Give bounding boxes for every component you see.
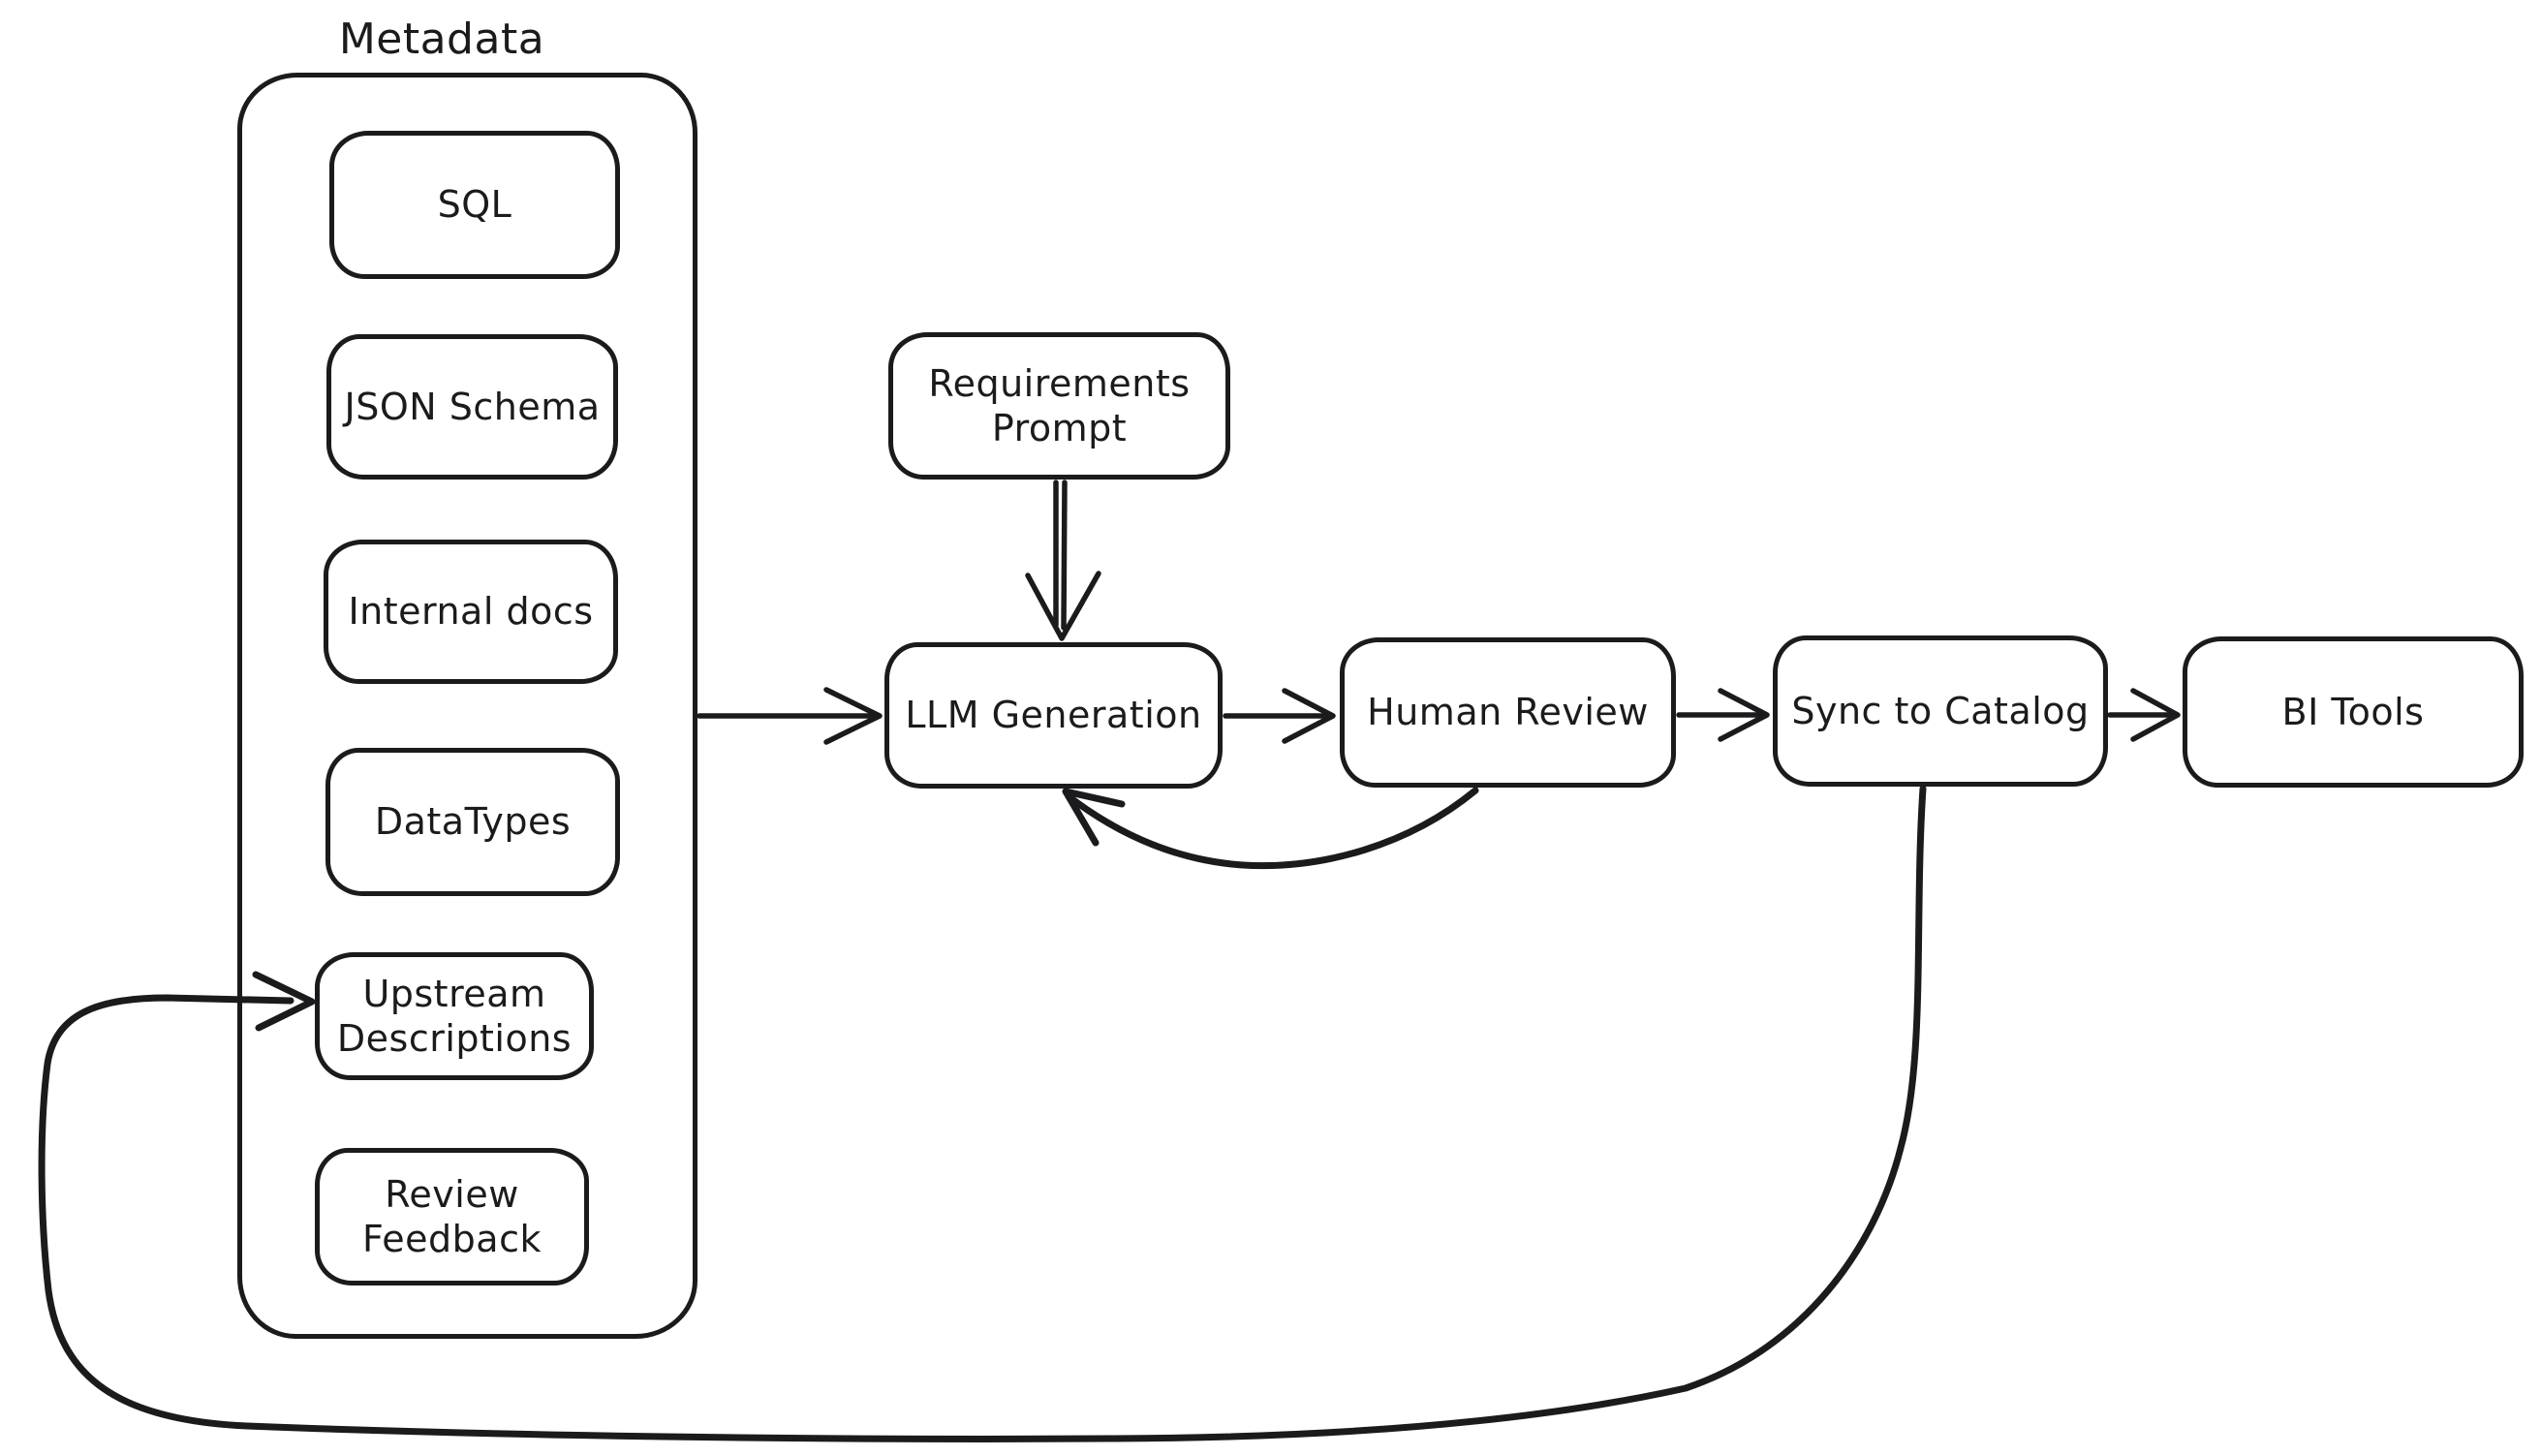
node-sql: SQL [329, 131, 620, 279]
edge-human-review-feedback-to-llm [1062, 787, 1479, 870]
edge-sync-to-bi-tools [2107, 688, 2181, 742]
node-internal-docs: Internal docs [324, 540, 618, 684]
metadata-group-label: Metadata [338, 14, 545, 64]
edge-human-review-to-sync [1676, 688, 1770, 742]
node-datatypes-label: DataTypes [374, 800, 572, 844]
node-datatypes: DataTypes [325, 748, 620, 896]
node-upstream-descriptions: Upstream Descriptions [315, 952, 594, 1080]
node-internal-docs-label: Internal docs [348, 590, 594, 634]
node-human-review-label: Human Review [1367, 691, 1649, 734]
edge-requirements-to-llm [1025, 480, 1101, 641]
node-requirements-prompt-label: Requirements Prompt [928, 361, 1191, 449]
node-bi-tools-label: BI Tools [2281, 690, 2425, 733]
node-llm-generation-label: LLM Generation [905, 694, 1202, 737]
node-requirements-prompt: Requirements Prompt [888, 332, 1230, 480]
node-bi-tools: BI Tools [2183, 636, 2524, 788]
node-human-review: Human Review [1340, 637, 1676, 788]
edge-metadata-to-llm [697, 687, 883, 745]
node-llm-generation: LLM Generation [884, 642, 1223, 789]
node-review-feedback: Review Feedback [315, 1148, 589, 1286]
node-sql-label: SQL [437, 183, 512, 227]
node-json-schema-label: JSON Schema [344, 385, 601, 428]
node-upstream-descriptions-label: Upstream Descriptions [336, 972, 573, 1060]
node-json-schema: JSON Schema [326, 334, 618, 480]
node-sync-to-catalog-label: Sync to Catalog [1791, 689, 2090, 732]
node-sync-to-catalog: Sync to Catalog [1773, 635, 2108, 787]
node-review-feedback-label: Review Feedback [362, 1172, 542, 1260]
edge-llm-to-human-review [1223, 688, 1336, 744]
